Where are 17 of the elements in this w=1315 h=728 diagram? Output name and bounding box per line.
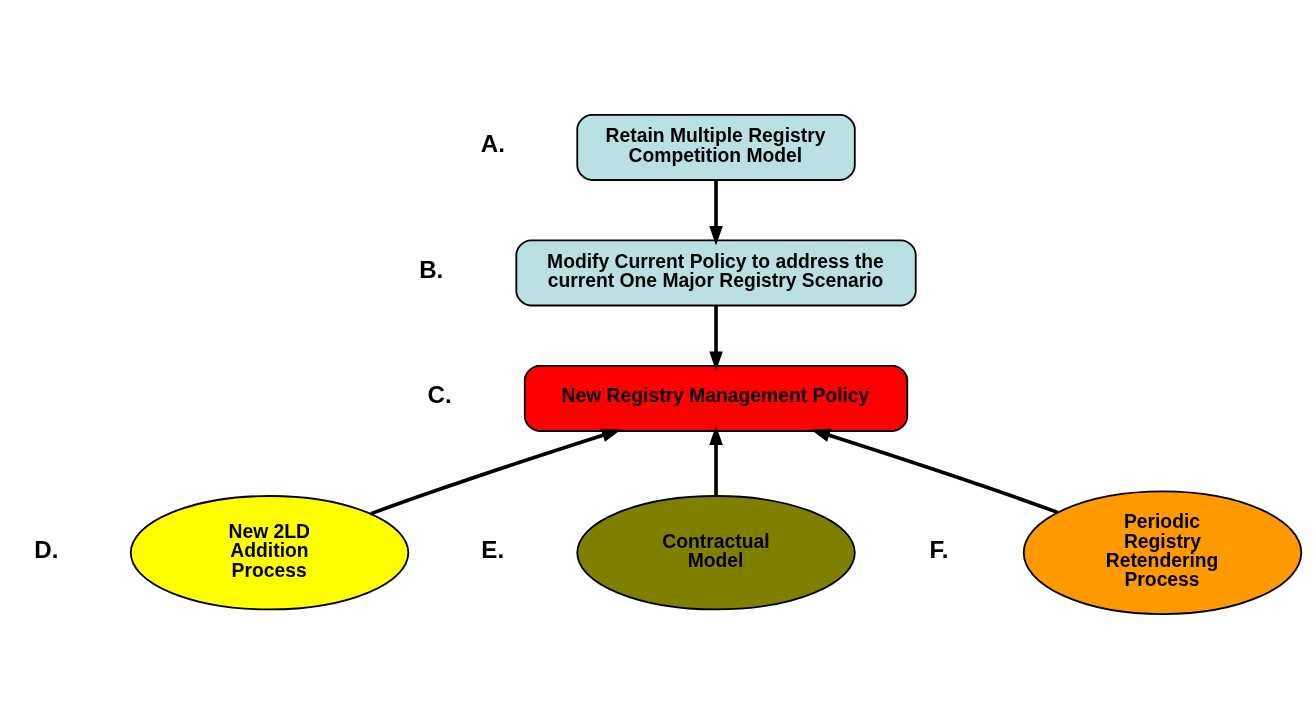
arrow xyxy=(709,425,723,496)
node-label: A. xyxy=(480,129,505,157)
node-label: F. xyxy=(929,535,949,563)
node-box: New Registry Management Policy xyxy=(523,364,909,432)
node-label: D. xyxy=(34,535,59,563)
node-label: E. xyxy=(481,535,505,563)
arrow xyxy=(709,305,723,371)
arrow xyxy=(370,428,622,515)
node-label: C. xyxy=(427,380,452,408)
arrow xyxy=(810,428,1059,514)
arrow xyxy=(709,179,723,245)
node-box: Modify Current Policy to address the current One Major Registry Scenario xyxy=(515,238,917,306)
node-ellipse: Periodic Registry Retendering Process xyxy=(1022,490,1303,615)
node-label: B. xyxy=(419,255,444,283)
node-box: Retain Multiple Registry Competition Model xyxy=(576,113,856,181)
node-ellipse: New 2LD Addition Process xyxy=(129,494,410,610)
node-ellipse: Contractual Model xyxy=(576,494,856,610)
